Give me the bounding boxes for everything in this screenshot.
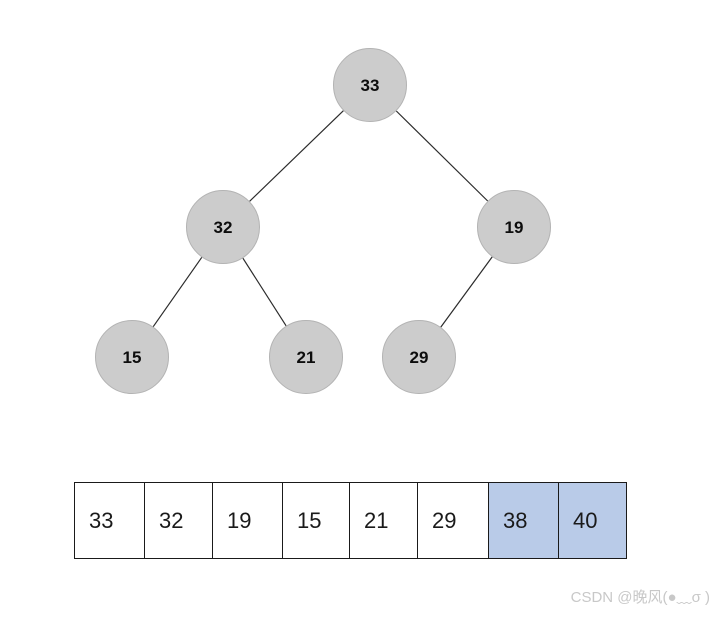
array-cell-value: 32: [159, 507, 184, 533]
tree-edge-32-21: [242, 257, 287, 327]
tree-node-32: 32: [186, 190, 260, 264]
tree-node-label: 15: [122, 347, 142, 367]
array-cell-value: 38: [503, 507, 528, 533]
array-cell-4: 21: [349, 482, 418, 559]
tree-node-29: 29: [382, 320, 456, 394]
array-cell-7: 40: [558, 482, 627, 559]
watermark-text: CSDN @晚风(●﹏σ ): [570, 589, 710, 606]
array-cell-1: 32: [144, 482, 213, 559]
tree-node-label: 29: [409, 347, 429, 367]
tree-node-label: 33: [360, 75, 380, 95]
tree-edges: [152, 110, 493, 328]
tree-node-label: 32: [213, 217, 233, 237]
array-cell-value: 15: [297, 507, 322, 533]
tree-node-label: 21: [296, 347, 316, 367]
tree-node-19: 19: [477, 190, 551, 264]
tree-edge-32-15: [152, 256, 203, 328]
tree-node-21: 21: [269, 320, 343, 394]
array-cell-0: 33: [74, 482, 145, 559]
array-cell-value: 33: [89, 507, 114, 533]
array-row: 33 32 19 15 21 29 38 40: [74, 482, 627, 559]
array-cell-2: 19: [212, 482, 283, 559]
tree-container: 33 32 19 15 21 29: [95, 48, 551, 394]
array-cell-5: 29: [417, 482, 489, 559]
tree-node-15: 15: [95, 320, 169, 394]
tree-edge-33-19: [395, 110, 489, 202]
array-cell-3: 15: [282, 482, 350, 559]
array-cell-value: 19: [227, 507, 252, 533]
array-cell-6: 38: [488, 482, 559, 559]
array-cell-value: 29: [432, 507, 457, 533]
tree-edge-33-32: [249, 110, 344, 202]
tree-node-33: 33: [333, 48, 407, 122]
tree-edge-19-29: [440, 256, 493, 328]
array-cell-value: 40: [573, 507, 598, 533]
array-cell-value: 21: [364, 507, 389, 533]
tree-node-label: 19: [504, 217, 524, 237]
array-representation: 33 32 19 15 21 29 38 40: [74, 482, 627, 559]
